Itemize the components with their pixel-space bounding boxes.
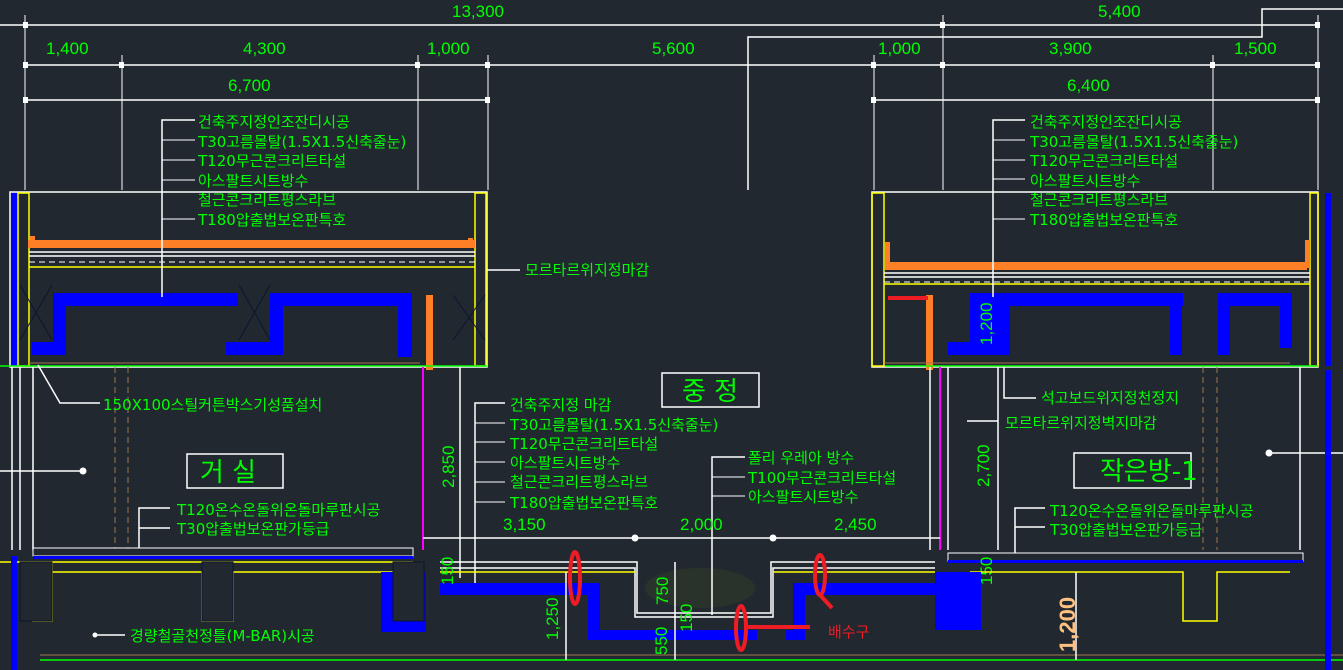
dim-label: 1,400 (46, 39, 89, 58)
dim-label: 2,450 (834, 515, 877, 534)
finish-label: 모르타르위지정마감 (525, 261, 649, 279)
dim-overall-right: 5,400 (1098, 2, 1141, 21)
dim-vertical: 2,700 (974, 444, 993, 487)
wall-finish-label: 모르타르위지정벽지마감 (1005, 414, 1157, 432)
living-room: 150X100스틸커튼박스기성품설치 거 실 T120온수온돌위온돌마루판시공 … (0, 364, 1343, 670)
room-name-small-room: 작은방-1 (1100, 457, 1198, 487)
planter-layer-label: 폴리 우레아 방수 (748, 449, 854, 467)
planter-layer-label: 아스팔트시트방수 (748, 488, 858, 506)
dim-label: 5,600 (652, 39, 695, 58)
dim-vertical: 150 (677, 604, 696, 632)
roof-layer-label: 철근콘크리트평스라브 (198, 191, 336, 209)
roof-layer-label: 건축주지정인조잔디시공 (1030, 113, 1182, 131)
curtain-box-label: 150X100스틸커튼박스기성품설치 (103, 396, 322, 414)
dim-label: 2,000 (680, 515, 723, 534)
dim-overall-left: 13,300 (452, 2, 504, 21)
roof-layer-label: 건축주지정인조잔디시공 (198, 113, 350, 131)
room-tag (186, 453, 284, 489)
roof-layer-label: T120무근콘크리트타설 (197, 152, 346, 170)
dim-label: 4,300 (243, 39, 286, 58)
ceiling-label: 석고보드위지정천정지 (1041, 389, 1179, 407)
dim-label: 1,000 (427, 39, 470, 58)
ceiling-label: 경량철골천정틀(M-BAR)시공 (130, 627, 315, 645)
small-room: 석고보드위지정천정지 모르타르위지정벽지마감 작은방-1 2,700 T120온… (935, 367, 1343, 670)
dim-vertical: 1,250 (543, 597, 562, 640)
courtyard-layer-label: T30고름몰탈(1.5X1.5신축줄눈) (509, 416, 718, 434)
courtyard-layer-label: 아스팔트시트방수 (510, 454, 620, 472)
walls (11, 367, 1301, 578)
dim-label: 1,500 (1234, 39, 1277, 58)
dimension-lines: 13,300 5,400 1,400 4,300 1,000 5,600 1,0… (0, 2, 1343, 190)
dim-vertical: 550 (652, 627, 671, 655)
left-roof-section: 건축주지정인조잔디시공 T30고름몰탈(1.5X1.5신축줄눈) T120무근콘… (0, 113, 649, 370)
right-roof-section: 건축주지정인조잔디시공 T30고름몰탈(1.5X1.5신축줄눈) T120무근콘… (871, 113, 1331, 370)
dim-label: 1,000 (878, 39, 921, 58)
floor-layer-label: T30압출법보온판가등급 (176, 520, 330, 538)
courtyard-layer-label: T180압출법보온판특호 (509, 494, 658, 512)
markup-circle (568, 550, 582, 606)
dim-vertical: 150 (438, 557, 457, 585)
roof-layer-label: T120무근콘크리트타설 (1029, 152, 1178, 170)
tree-symbol (645, 568, 755, 608)
dim-vertical: 2,850 (439, 445, 458, 488)
dim-vertical: 750 (653, 577, 672, 605)
room-name-living: 거 실 (200, 458, 256, 488)
floor-layer-label: T120온수온돌위온돌마루판시공 (1049, 502, 1253, 520)
room-name-courtyard: 중 정 (682, 377, 738, 407)
roof-layer-label: 철근콘크리트평스라브 (1030, 191, 1168, 209)
courtyard-layer-label: 철근콘크리트평스라브 (510, 473, 648, 491)
room-tag (1073, 452, 1192, 489)
drain-label: 배수구 (828, 623, 869, 641)
roof-layer-label: 아스팔트시트방수 (198, 172, 308, 190)
courtyard-layer-label: 건축주지정 마감 (510, 396, 612, 414)
dim-vertical: 1,200 (977, 302, 996, 345)
floor-layer-label: T30압출법보온판가등급 (1049, 521, 1203, 539)
dim-label: 6,400 (1067, 76, 1110, 95)
planter-layer-label: T100무근콘크리트타설 (747, 469, 896, 487)
roof-layer-label: T30고름몰탈(1.5X1.5신축줄눈) (197, 133, 406, 151)
roof-layer-label: T30고름몰탈(1.5X1.5신축줄눈) (1029, 133, 1238, 151)
roof-layer-label: T180압출법보온판특호 (197, 211, 346, 229)
floor-layer-label: T120온수온돌위온돌마루판시공 (176, 501, 380, 519)
dim-highlight: 1,200 (1055, 597, 1080, 652)
dim-label: 6,700 (228, 76, 271, 95)
roof-layer-label: 아스팔트시트방수 (1030, 172, 1140, 190)
room-tag (661, 372, 760, 408)
courtyard-layer-label: T120무근콘크리트타설 (509, 435, 658, 453)
dim-vertical: 150 (977, 557, 996, 585)
dim-label: 3,900 (1049, 39, 1092, 58)
courtyard: 중 정 건축주지정 마감 T30고름몰탈(1.5X1.5신축줄눈) T120무근… (423, 372, 940, 660)
roof-layer-label: T180압출법보온판특호 (1029, 211, 1178, 229)
dim-label: 3,150 (503, 515, 546, 534)
